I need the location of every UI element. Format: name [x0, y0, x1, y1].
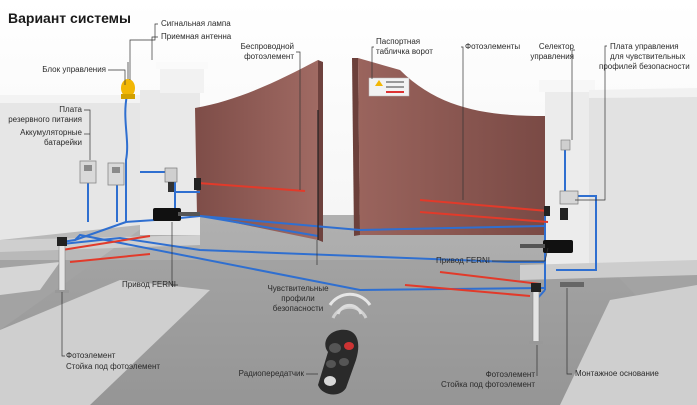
- photocell-post-right: [529, 283, 543, 344]
- selector: [560, 139, 571, 151]
- label-photo-right: Фотоэлемент: [485, 370, 535, 379]
- label-wireless-photo-2: фотоэлемент: [244, 52, 294, 61]
- label-selector-2: управления: [530, 52, 574, 61]
- photo-beams: [61, 182, 549, 297]
- photocell-wall-left: [164, 167, 178, 192]
- radio-transmitter: [318, 292, 372, 395]
- signal-lamp: [121, 62, 135, 99]
- label-batteries-2: батарейки: [43, 138, 82, 147]
- drive-ferni-left: [153, 208, 200, 221]
- diagram-title: Вариант системы: [8, 10, 131, 26]
- label-sensor-board-1: Плата управления: [610, 42, 679, 51]
- label-post-right: Стойка под фотоэлемент: [440, 380, 535, 389]
- control-unit: [79, 160, 125, 186]
- sensor-board: [559, 190, 579, 205]
- label-photo-left: Фотоэлемент: [66, 351, 116, 360]
- mounting-base: [560, 282, 584, 287]
- label-drive-ferni-left: Привод FERNI: [122, 280, 176, 289]
- label-sensor-board-2: для чувствительных: [610, 52, 686, 61]
- label-sensitive-3: безопасности: [272, 304, 324, 313]
- gate-leaf-right: [352, 58, 545, 236]
- photocell-wall-right: [544, 206, 568, 220]
- label-control-unit: Блок управления: [42, 65, 106, 74]
- drive-ferni-right: [520, 240, 573, 253]
- label-antenna: Приемная антенна: [161, 32, 232, 41]
- label-post-left: Стойка под фотоэлемент: [66, 362, 161, 371]
- label-drive-ferni-right: Привод FERNI: [436, 256, 490, 265]
- wireless-photocell: [194, 178, 201, 190]
- label-sensitive-1: Чувствительные: [267, 284, 329, 293]
- label-transmitter: Радиопередатчик: [238, 369, 304, 378]
- label-wireless-photo-1: Беспроводной: [240, 42, 294, 51]
- photocell-post-left: [55, 237, 69, 293]
- label-photocells: Фотоэлементы: [465, 42, 521, 51]
- label-signal-lamp: Сигнальная лампа: [161, 19, 231, 28]
- label-selector-1: Селектор: [538, 42, 574, 51]
- right-wall: [520, 80, 697, 280]
- leader-lines: [61, 23, 607, 376]
- label-backup-board-1: Плата: [59, 105, 82, 114]
- label-gate-plate-2: табличка ворот: [376, 47, 433, 56]
- label-gate-plate-1: Паспортная: [376, 37, 421, 46]
- label-backup-board-2: резервного питания: [8, 115, 82, 124]
- label-batteries-1: Аккумуляторные: [20, 128, 82, 137]
- label-sensitive-2: профили: [281, 294, 315, 303]
- gate-leaf-left: [195, 60, 323, 242]
- label-sensor-board-3: профилей безопасности: [599, 62, 690, 71]
- label-mounting-base: Монтажное основание: [575, 369, 659, 378]
